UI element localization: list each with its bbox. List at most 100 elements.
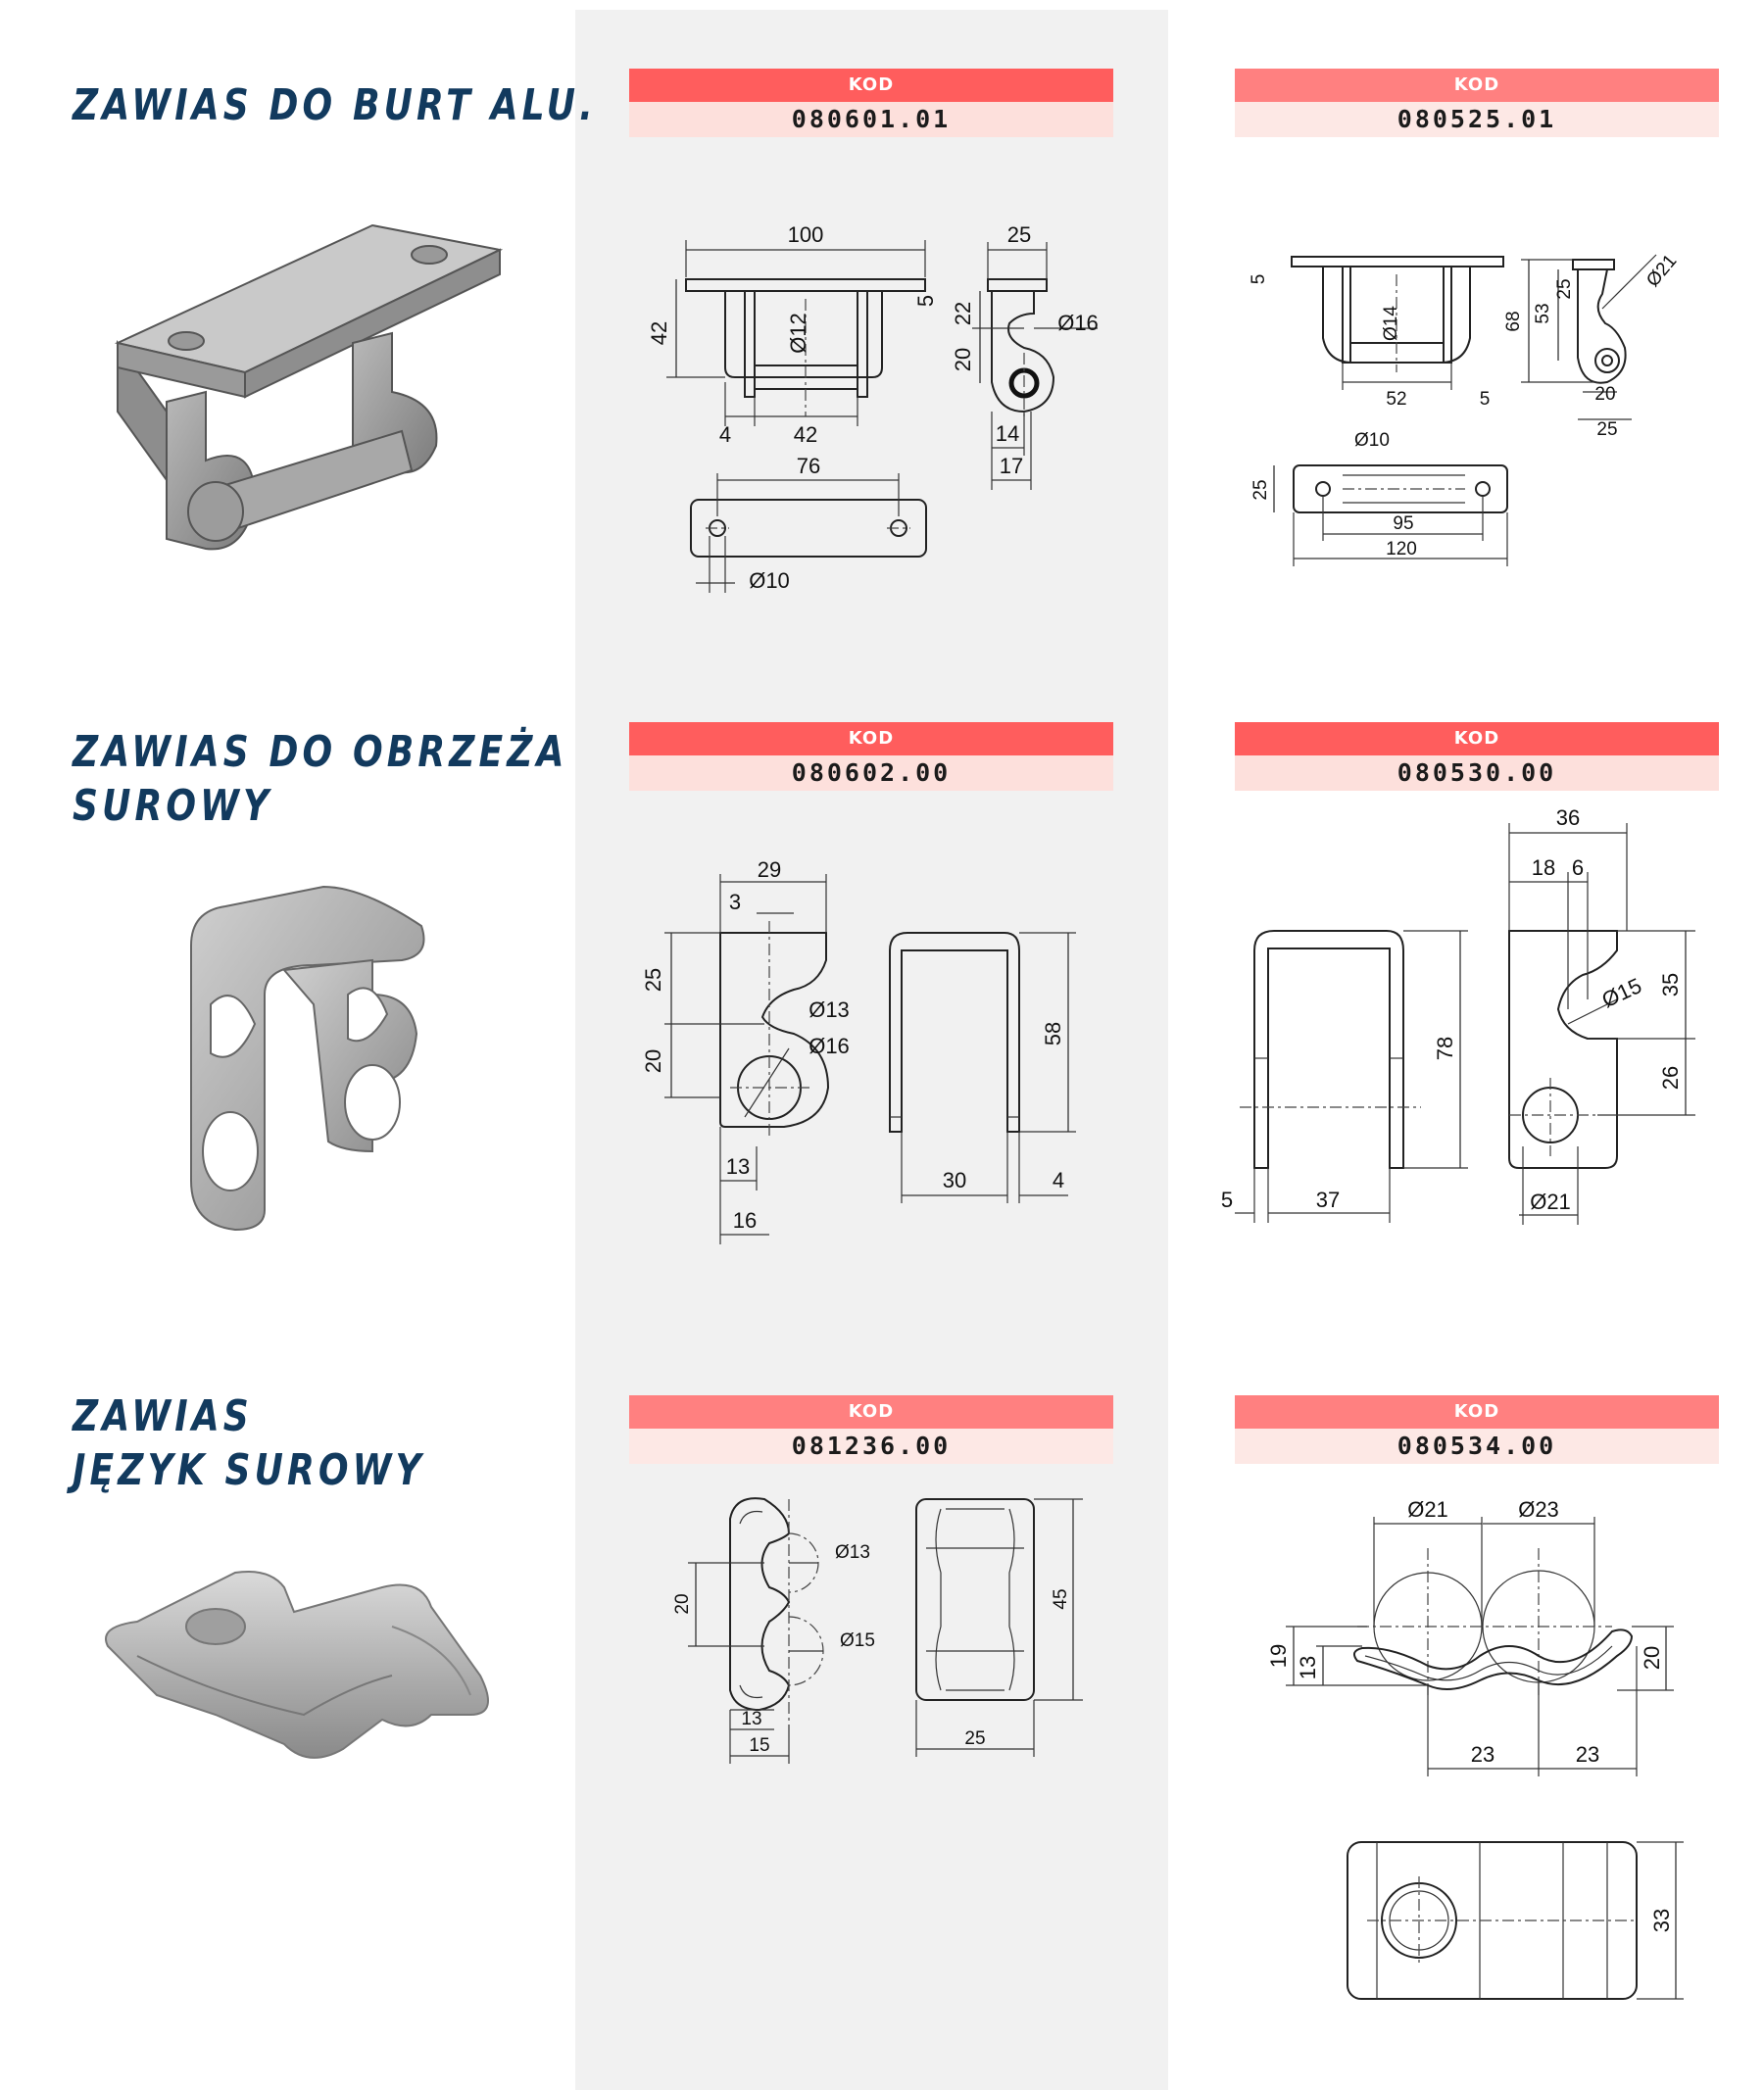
dim-label: Ø10 (1354, 430, 1390, 451)
code-label: KOD (1235, 722, 1719, 755)
code-box-080525: KOD 080525.01 (1235, 69, 1719, 137)
dim-label: 15 (749, 1735, 769, 1756)
code-value: 080525.01 (1235, 102, 1719, 137)
dim-label: 42 (794, 422, 817, 447)
dim-label: 13 (1296, 1656, 1320, 1679)
dim-label: 14 (996, 421, 1019, 446)
product-image-obrzeze-hinge (190, 885, 425, 1232)
dim-label: 4 (1053, 1168, 1064, 1192)
dim-label: 23 (1576, 1742, 1599, 1767)
dim-label: 25 (1250, 479, 1271, 500)
dim-label: 45 (1051, 1588, 1071, 1609)
code-label: KOD (629, 69, 1113, 102)
row1-title: ZAWIAS DO BURT ALU. (73, 78, 597, 132)
dim-label: 6 (1572, 855, 1584, 880)
dim-label: Ø21 (1642, 251, 1681, 291)
row3-title: ZAWIAS JĘZYK SUROWY (73, 1389, 425, 1497)
row1-title-line1: ZAWIAS DO BURT ALU. (73, 80, 597, 130)
dim-label: 52 (1386, 389, 1406, 410)
dim-label: 68 (1503, 311, 1524, 331)
dim-label: 20 (672, 1593, 693, 1614)
dim-label: 20 (641, 1049, 665, 1073)
dim-label: Ø21 (1407, 1497, 1448, 1522)
dim-label: 5 (1249, 274, 1269, 285)
dim-label: 18 (1532, 855, 1555, 880)
dim-label: 5 (913, 295, 938, 307)
code-box-080534: KOD 080534.00 (1235, 1395, 1719, 1464)
dim-label: 19 (1266, 1644, 1291, 1668)
dim-label: 17 (1000, 454, 1023, 478)
dim-label: 58 (1041, 1022, 1065, 1045)
dim-label: 20 (951, 348, 975, 371)
code-box-080601: KOD 080601.01 (629, 69, 1113, 137)
dim-label: 25 (964, 1728, 985, 1749)
dim-label: 78 (1433, 1037, 1457, 1060)
dim-label: Ø13 (808, 997, 850, 1022)
drawing-080534: Ø21 Ø23 19 13 20 23 23 33 (1266, 1497, 1684, 2000)
dim-label: Ø16 (1057, 311, 1099, 335)
dim-label: 42 (647, 321, 671, 345)
dim-label: 25 (1007, 222, 1031, 247)
code-label: KOD (629, 1395, 1113, 1429)
dim-label: 120 (1386, 539, 1417, 559)
row2-title-line1: ZAWIAS DO OBRZEŻA (73, 727, 568, 777)
dim-label: Ø23 (1518, 1497, 1559, 1522)
dim-label: 5 (1221, 1188, 1233, 1212)
dim-label: Ø16 (808, 1034, 850, 1058)
dim-label: 36 (1556, 805, 1580, 830)
code-box-080602: KOD 080602.00 (629, 722, 1113, 791)
dim-label: 22 (951, 302, 975, 325)
code-box-080530: KOD 080530.00 (1235, 722, 1719, 791)
dim-label: 37 (1316, 1188, 1340, 1212)
dim-label: 33 (1649, 1909, 1674, 1932)
dim-label: Ø15 (840, 1630, 875, 1651)
product-image-jezyk-hinge (105, 1571, 489, 1759)
product-image-burt-alu-hinge (114, 223, 504, 551)
code-label: KOD (1235, 1395, 1719, 1429)
dim-label: 20 (1640, 1646, 1664, 1670)
dim-label: 25 (1596, 419, 1617, 440)
dim-label: 29 (758, 857, 781, 882)
dim-label: 3 (729, 890, 741, 914)
code-value: 080602.00 (629, 755, 1113, 791)
row2-title-line2: SUROWY (73, 781, 273, 831)
dim-label: 100 (788, 222, 824, 247)
code-label: KOD (1235, 69, 1719, 102)
dim-label: 23 (1471, 1742, 1494, 1767)
drawing-080601: 100 42 Ø12 4 42 76 Ø10 25 5 22 20 Ø16 14… (647, 222, 1099, 593)
drawing-080602: 29 3 25 20 Ø13 Ø16 13 16 58 30 4 (641, 857, 1076, 1244)
dim-label: Ø15 (1598, 973, 1645, 1012)
dim-label: 30 (943, 1168, 966, 1192)
code-value: 081236.00 (629, 1429, 1113, 1464)
row2-title: ZAWIAS DO OBRZEŻA SUROWY (73, 725, 568, 833)
dim-label: 20 (1594, 384, 1615, 405)
drawing-080525: 5 Ø14 52 5 68 53 25 Ø21 20 25 Ø10 25 95 … (1249, 251, 1681, 566)
dim-label: Ø21 (1530, 1190, 1571, 1214)
dim-label: 13 (741, 1709, 761, 1729)
dim-label: 35 (1658, 973, 1683, 996)
drawing-081236: Ø13 Ø15 20 13 15 45 25 (672, 1497, 1083, 1764)
dim-label: Ø10 (749, 568, 790, 593)
dim-label: 4 (719, 422, 731, 447)
dim-label: 76 (797, 454, 820, 478)
code-box-081236: KOD 081236.00 (629, 1395, 1113, 1464)
dim-label: Ø12 (786, 313, 810, 354)
row3-title-line1: ZAWIAS (73, 1391, 253, 1441)
code-value: 080530.00 (1235, 755, 1719, 791)
dim-label: 26 (1658, 1066, 1683, 1090)
dim-label: 5 (1480, 389, 1491, 410)
dim-label: 53 (1533, 303, 1553, 323)
dim-label: 25 (1554, 278, 1575, 299)
dim-label: 25 (641, 968, 665, 992)
code-value: 080601.01 (629, 102, 1113, 137)
dim-label: Ø13 (835, 1542, 870, 1563)
row3-title-line2: JĘZYK SUROWY (73, 1445, 425, 1495)
dim-label: 16 (733, 1208, 757, 1233)
dim-label: Ø14 (1381, 306, 1401, 341)
middle-column-background (575, 10, 1168, 2090)
drawing-080530: 78 5 37 36 18 6 35 26 Ø15 Ø21 (1221, 805, 1695, 1225)
dim-label: 95 (1393, 513, 1413, 534)
code-label: KOD (629, 722, 1113, 755)
code-value: 080534.00 (1235, 1429, 1719, 1464)
dim-label: 13 (726, 1154, 750, 1179)
